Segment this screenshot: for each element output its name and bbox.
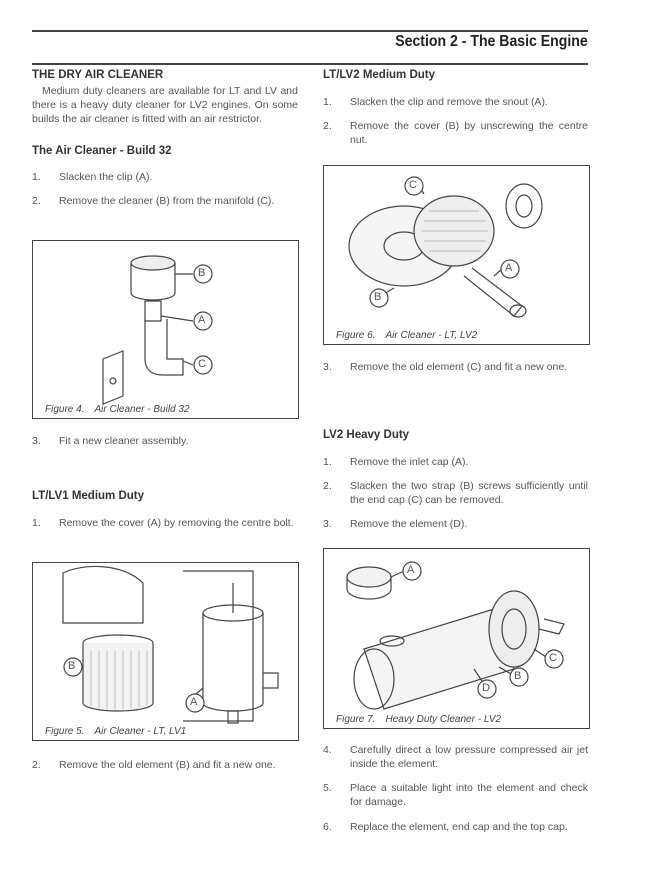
step: 1. Remove the inlet cap (A). — [323, 455, 588, 469]
callout-b: B — [514, 670, 522, 682]
step-text: Remove the cover (A) by removing the cen… — [59, 517, 294, 529]
step: 3. Remove the element (D). — [323, 517, 588, 531]
step: 3. Fit a new cleaner assembly. — [32, 434, 298, 448]
step-text: Carefully direct a low pressure compress… — [350, 744, 588, 770]
callout-a: A — [190, 696, 198, 708]
step-text: Remove the element (D). — [350, 518, 468, 530]
step-number: 3. — [323, 518, 332, 530]
step-text: Remove the old element (B) and fit a new… — [59, 759, 276, 771]
figure-number: Figure 5. — [45, 726, 85, 737]
callout-c: C — [409, 179, 417, 191]
step-number: 1. — [323, 456, 332, 468]
figure-title: Air Cleaner - LT, LV2 — [385, 330, 478, 341]
step: 1. Slacken the clip and remove the snout … — [323, 95, 588, 109]
step: 2. Slacken the two strap (B) screws suffi… — [323, 479, 588, 507]
callout-a: A — [505, 262, 513, 274]
step: 1. Remove the cover (A) by removing the c… — [32, 516, 298, 544]
air-cleaner-build32-illustration — [102, 255, 213, 405]
figure-title: Air Cleaner - LT, LV1 — [94, 726, 187, 737]
figure-7: A B C D Figure 7. Heavy Duty Cleaner - LV… — [323, 548, 590, 729]
step-number: 3. — [323, 361, 332, 373]
step-number: 1. — [32, 517, 41, 529]
heading-dry-air-cleaner: THE DRY AIR CLEANER — [32, 69, 164, 81]
callout-b: B — [198, 267, 206, 279]
step: 2. Remove the cleaner (B) from the manifo… — [32, 194, 298, 222]
step: 1. Slacken the clip (A). — [32, 170, 298, 184]
step-number: 6. — [323, 821, 332, 833]
callout-c: C — [198, 358, 206, 370]
step-number: 1. — [323, 96, 332, 108]
step-number: 1. — [32, 171, 41, 183]
figure-title: Heavy Duty Cleaner - LV2 — [385, 714, 502, 725]
step-text: Remove the cover (B) by unscrewing the c… — [350, 120, 588, 146]
heading-lv2-heavy-duty: LV2 Heavy Duty — [323, 429, 410, 441]
heavy-duty-cleaner-lv2-illustration — [346, 561, 565, 710]
step-number: 2. — [323, 480, 332, 492]
step-number: 3. — [32, 435, 41, 447]
callout-a: A — [407, 564, 415, 576]
step-number: 4. — [323, 744, 332, 756]
callout-c: C — [549, 652, 557, 664]
step-number: 2. — [32, 195, 41, 207]
figure-number: Figure 4. — [45, 404, 85, 415]
step: 5. Place a suitable light into the elemen… — [323, 781, 588, 809]
step-text: Place a suitable light into the element … — [350, 782, 588, 808]
step-text: Replace the element, end cap and the top… — [350, 821, 568, 833]
step-text: Slacken the clip and remove the snout (A… — [350, 96, 548, 108]
header-rule — [32, 63, 588, 65]
callout-a: A — [198, 314, 206, 326]
step: 3. Remove the old element (C) and fit a n… — [323, 360, 588, 388]
air-cleaner-lt-lv2-illustration — [348, 176, 543, 318]
figure-caption: Figure 6. Air Cleaner - LT, LV2 — [336, 330, 477, 341]
figure-4: B A C Figure 4. Air Cleaner - Build 32 — [32, 240, 299, 419]
air-cleaner-lt-lv1-illustration — [62, 565, 279, 724]
intro-paragraph: Medium duty cleaners are available for L… — [32, 85, 298, 125]
heading-lt-lv2: LT/LV2 Medium Duty — [323, 69, 436, 81]
figure-number: Figure 6. — [336, 330, 376, 341]
top-rule — [32, 30, 588, 32]
step-text: Slacken the clip (A). — [59, 171, 153, 183]
callout-b: B — [68, 660, 76, 672]
figure-caption: Figure 4. Air Cleaner - Build 32 — [45, 404, 190, 415]
figure-6: C A B Figure 6. Air Cleaner - LT, LV2 — [323, 165, 590, 345]
step: 6. Replace the element, end cap and the t… — [323, 820, 588, 848]
section-title: Section 2 - The Basic Engine — [395, 33, 588, 50]
step: 2. Remove the cover (B) by unscrewing the… — [323, 119, 588, 147]
step-text: Fit a new cleaner assembly. — [59, 435, 189, 447]
step-number: 2. — [32, 759, 41, 771]
callout-b: B — [374, 291, 382, 303]
heading-lt-lv1: LT/LV1 Medium Duty — [32, 490, 145, 502]
figure-number: Figure 7. — [336, 714, 376, 725]
step-text: Remove the old element (C) and fit a new… — [350, 361, 568, 373]
step-text: Remove the cleaner (B) from the manifold… — [59, 195, 275, 207]
step: 4. Carefully direct a low pressure compre… — [323, 743, 588, 771]
figure-title: Air Cleaner - Build 32 — [94, 404, 190, 415]
callout-d: D — [482, 682, 490, 694]
step-text: Remove the inlet cap (A). — [350, 456, 469, 468]
figure-5: B A Figure 5. Air Cleaner - LT, LV1 — [32, 562, 299, 741]
step-number: 2. — [323, 120, 332, 132]
step: 2. Remove the old element (B) and fit a n… — [32, 758, 298, 786]
heading-build32: The Air Cleaner - Build 32 — [32, 145, 172, 157]
step-number: 5. — [323, 782, 332, 794]
step-text: Slacken the two strap (B) screws suffici… — [350, 480, 588, 506]
figure-caption: Figure 5. Air Cleaner - LT, LV1 — [45, 726, 186, 737]
figure-caption: Figure 7. Heavy Duty Cleaner - LV2 — [336, 714, 501, 725]
